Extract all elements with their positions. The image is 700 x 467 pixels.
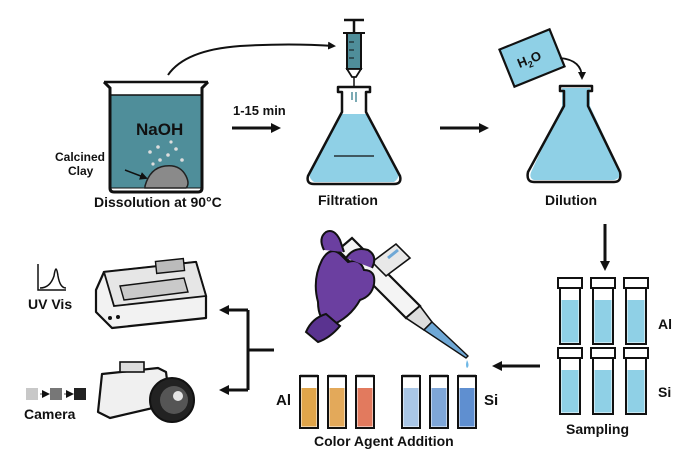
beaker-icon <box>102 80 210 194</box>
vial-icon <box>557 277 583 345</box>
cuvette-al-label: Al <box>276 392 291 409</box>
sampling-vials <box>557 277 649 415</box>
grayscale-swatches <box>26 388 86 400</box>
erlenmeyer-flask-icon <box>306 85 402 186</box>
gloved-hand-icon <box>304 230 376 344</box>
dissolution-label: Dissolution at 90°C <box>94 194 222 210</box>
cuvette-icon <box>429 374 449 429</box>
cuvette-icon <box>355 374 375 429</box>
vial-si-label: Si <box>658 384 672 400</box>
cuvette-icon <box>299 374 319 429</box>
clay-pile <box>144 164 189 189</box>
clay-label: Clay <box>68 164 94 178</box>
sampling-label: Sampling <box>566 421 630 437</box>
water-cup-icon <box>498 27 586 89</box>
erlenmeyer-flask-icon <box>526 84 622 184</box>
vial-icon <box>590 347 616 415</box>
uv-vis-label: UV Vis <box>28 296 73 312</box>
color-agent-label: Color Agent Addition <box>314 433 454 449</box>
instrument-branch-arrows <box>219 305 274 395</box>
cuvette-si-label: Si <box>484 392 499 409</box>
vial-icon <box>623 347 649 415</box>
vial-icon <box>623 277 649 345</box>
calcined-label: Calcined <box>55 150 106 164</box>
syringe-icon <box>343 18 365 102</box>
camera-label: Camera <box>24 406 76 422</box>
filtration-label: Filtration <box>318 192 378 208</box>
cuvette-icon <box>401 374 421 429</box>
vial-icon <box>557 347 583 415</box>
dilution-label: Dilution <box>545 192 598 208</box>
cuvette-icon <box>327 374 347 429</box>
clay-pointer-arrow <box>124 169 148 180</box>
time-label: 1-15 min <box>233 103 286 118</box>
beaker-to-filter-arrow <box>167 41 336 76</box>
vial-icon <box>590 277 616 345</box>
camera-icon <box>96 361 195 423</box>
uv-vis-spectrometer-icon <box>94 257 208 330</box>
vial-al-label: Al <box>658 316 672 332</box>
spectrum-peak-icon <box>37 264 67 291</box>
naoh-label: NaOH <box>136 120 184 139</box>
color-cuvettes <box>299 374 477 429</box>
cuvette-icon <box>457 374 477 429</box>
